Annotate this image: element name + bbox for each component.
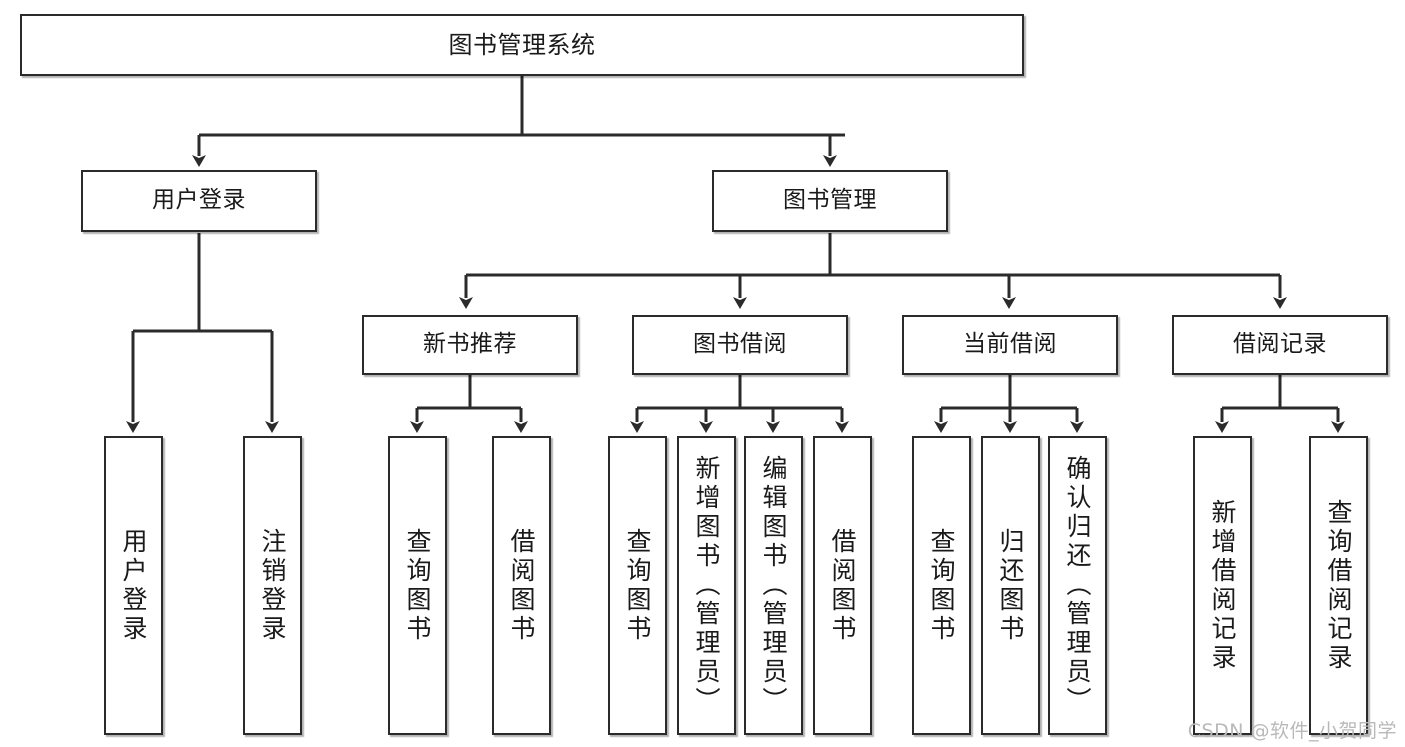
leaf-query-book-current-label: 查询图书 [927,527,956,644]
leaf-borrow-book[interactable]: 借阅图书 [813,436,872,735]
leaf-user-login-label: 用户登录 [119,527,148,644]
leaf-borrow-book-new[interactable]: 借阅图书 [492,436,551,735]
leaf-query-book-current[interactable]: 查询图书 [912,436,971,735]
node-book-management[interactable]: 图书管理 [712,170,948,232]
leaf-query-book-new-label: 查询图书 [403,527,432,644]
node-book-borrow-label: 图书借阅 [693,331,787,358]
node-current-borrow-label: 当前借阅 [963,331,1057,358]
leaf-edit-book-admin[interactable]: 编辑图书（管理员） [744,436,803,735]
leaf-return-book[interactable]: 归还图书 [981,436,1040,735]
leaf-confirm-return-admin-label: 确认归还（管理员） [1063,455,1092,716]
leaf-edit-book-admin-label: 编辑图书（管理员） [759,455,788,716]
node-book-management-label: 图书管理 [783,187,877,214]
node-new-book-recommendation-label: 新书推荐 [423,331,517,358]
leaf-add-book-admin[interactable]: 新增图书（管理员） [677,436,736,735]
watermark: CSDN @软件_小贺同学 [1187,720,1397,742]
node-book-borrow[interactable]: 图书借阅 [632,315,848,375]
leaf-query-book-new[interactable]: 查询图书 [388,436,447,735]
node-root[interactable]: 图书管理系统 [20,14,1024,76]
leaf-borrow-book-label: 借阅图书 [828,527,857,644]
leaf-user-login[interactable]: 用户登录 [104,436,163,735]
node-user-login-label: 用户登录 [152,187,246,214]
leaf-return-book-label: 归还图书 [996,527,1025,644]
leaf-query-book-borrow[interactable]: 查询图书 [608,436,667,735]
leaf-query-book-borrow-label: 查询图书 [623,527,652,644]
node-current-borrow[interactable]: 当前借阅 [902,315,1118,375]
node-borrow-records[interactable]: 借阅记录 [1172,315,1388,375]
leaf-user-logout[interactable]: 注销登录 [243,436,302,735]
leaf-confirm-return-admin[interactable]: 确认归还（管理员） [1048,436,1107,735]
leaf-add-borrow-record[interactable]: 新增借阅记录 [1193,436,1252,735]
leaf-user-logout-label: 注销登录 [258,527,287,644]
node-borrow-records-label: 借阅记录 [1233,331,1327,358]
leaf-add-book-admin-label: 新增图书（管理员） [692,455,721,716]
leaf-query-borrow-record[interactable]: 查询借阅记录 [1309,436,1368,735]
leaf-borrow-book-new-label: 借阅图书 [507,527,536,644]
leaf-add-borrow-record-label: 新增借阅记录 [1208,498,1237,673]
node-user-login[interactable]: 用户登录 [81,170,317,232]
node-new-book-recommendation[interactable]: 新书推荐 [362,315,578,375]
leaf-query-borrow-record-label: 查询借阅记录 [1324,498,1353,673]
node-root-label: 图书管理系统 [448,30,596,59]
